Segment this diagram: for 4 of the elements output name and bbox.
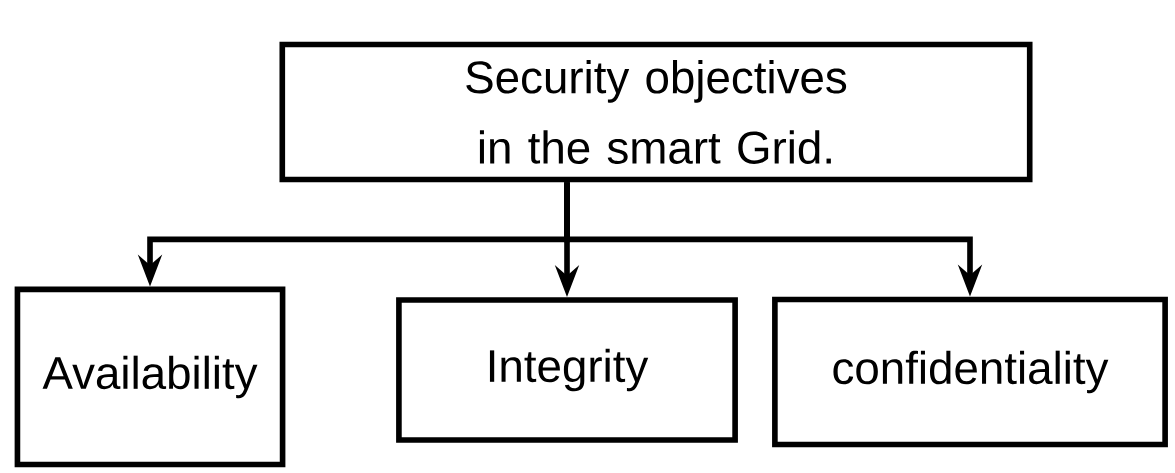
- title-box: Security objectives in the smart Grid.: [279, 41, 1033, 183]
- category-box: Availability: [14, 286, 286, 468]
- category-box: confidentiality: [772, 296, 1168, 448]
- category-box: Integrity: [396, 297, 738, 443]
